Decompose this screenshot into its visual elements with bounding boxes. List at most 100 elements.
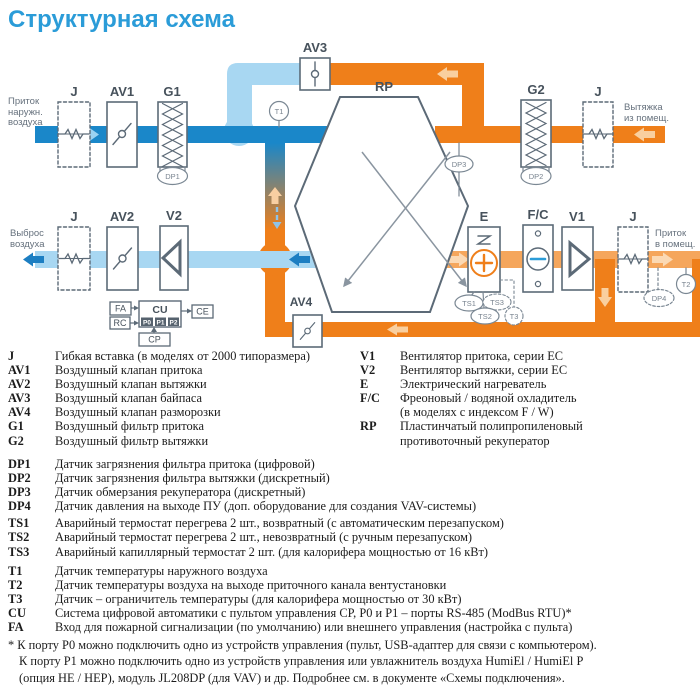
legend-key: FA: [8, 620, 24, 635]
legend-row-dp2: DP2 Датчик загрязнения фильтра вытяжки (д…: [8, 471, 572, 485]
legend-key: AV4: [8, 405, 31, 420]
svg-text:FA: FA: [115, 304, 126, 314]
legend-key: DP2: [8, 471, 31, 486]
svg-text:DP2: DP2: [529, 172, 544, 181]
legend-text: Датчик температуры наружного воздуха: [55, 563, 268, 578]
legend-key: G2: [8, 433, 24, 448]
legend-key: TS2: [8, 530, 30, 545]
legend-text: Электрический нагреватель: [400, 377, 547, 392]
legend-text: Фреоновый / водяной охладитель: [400, 391, 577, 406]
flow-label-extract-in: Вытяжка из помещ.: [624, 102, 669, 124]
label-e: E: [480, 209, 489, 224]
footnote-line-2: К порту P1 можно подключить одно из устр…: [19, 654, 584, 669]
svg-text:RC: RC: [114, 318, 127, 328]
legend-row-dp4: DP4 Датчик давления на выходе ПУ (доп. об…: [8, 499, 572, 513]
legend-text: Датчик давления на выходе ПУ (доп. обору…: [55, 499, 477, 514]
legend-key: DP3: [8, 485, 31, 500]
damper-av1: [106, 101, 138, 168]
svg-text:DP4: DP4: [652, 294, 667, 303]
sensor-dp4: DP4: [643, 267, 675, 308]
label-j3: J: [629, 209, 636, 224]
svg-text:P2: P2: [170, 320, 178, 327]
legend-text: Воздушный фильтр притока: [55, 419, 204, 434]
svg-text:TS3: TS3: [490, 298, 504, 307]
legend-text: Воздушный клапан притока: [55, 363, 203, 378]
legend-text: Воздушный клапан вытяжки: [55, 377, 207, 392]
supply-out-arrow: [652, 252, 673, 267]
rp-crossflow-arrow-2: [343, 151, 451, 288]
label-g2: G2: [527, 82, 544, 97]
legend-text: Гибкая вставка (в моделях от 2000 типора…: [55, 349, 310, 363]
svg-text:P1: P1: [157, 320, 165, 327]
legend-key: V1: [360, 349, 376, 363]
legend-key: AV1: [8, 363, 31, 378]
supply-rp-arrow: [448, 252, 469, 267]
damper-av2: [106, 226, 139, 291]
legend-key: T3: [8, 591, 23, 606]
filter-g1: [157, 101, 188, 168]
legend-text: Аварийный капиллярный термостат 2 шт. (д…: [55, 544, 489, 559]
heating-coil-icon: [475, 235, 493, 245]
fan-v2: [159, 225, 189, 291]
legend-key: V2: [360, 363, 376, 378]
recuperator-rp: [293, 96, 470, 313]
damper-av3: [299, 57, 331, 91]
svg-text:TS1: TS1: [462, 299, 476, 308]
sensors: T1 DP1 DP2 DP3 DP4: [156, 100, 697, 326]
legend-text: Воздушный фильтр вытяжки: [55, 433, 209, 448]
flex-insert-j3: [617, 226, 649, 293]
port-p1: [155, 317, 166, 326]
legend-text: Датчик загрязнения фильтра притока (цифр…: [55, 457, 315, 471]
bypass-right-riser: [462, 63, 484, 143]
label-av4: AV4: [290, 295, 313, 309]
edge-riser-duct: [692, 259, 700, 337]
label-fc: F/C: [528, 207, 550, 222]
label-j2: J: [594, 84, 601, 99]
legend-text: Аварийный термостат перегрева 2 шт., нев…: [55, 530, 473, 545]
legend-key: T1: [8, 563, 23, 578]
legend-text: Датчик загрязнения фильтра вытяжки (диск…: [55, 471, 330, 486]
legend-row-g1: G1 Воздушный фильтр притока: [8, 419, 310, 433]
fan-icon: [568, 239, 592, 279]
footnote-line-3: (опция HE / HEP), модуль JL208DP (для VA…: [19, 670, 565, 685]
exhaust-rp-arrow: [289, 252, 310, 267]
label-v2: V2: [166, 208, 182, 223]
svg-text:P0: P0: [143, 320, 151, 327]
label-av2: AV2: [110, 209, 134, 224]
legend-row-t1: T1 Датчик температуры наружного воздуха: [8, 564, 572, 578]
bypass-elbow-duct: [227, 63, 300, 133]
legend-key: G1: [8, 419, 24, 434]
pipe-port-icon: [534, 230, 542, 237]
legend-text: Аварийный термостат перегрева 2 шт., воз…: [55, 516, 504, 531]
flex-insert-j4: [57, 226, 91, 291]
legend-text2: (в моделях с индексом F / W): [400, 405, 554, 420]
riser-down-arrowhead: [272, 222, 282, 229]
label-rp: RP: [375, 79, 393, 94]
sensor-ts-cluster: TS1 TS3 TS2 T3: [454, 279, 524, 326]
fan-icon: [160, 238, 182, 278]
sensor-t2: T2: [675, 267, 697, 295]
sensor-dp3: DP3: [444, 142, 474, 197]
legend-key: RP: [360, 419, 377, 434]
svg-text:T2: T2: [682, 280, 691, 289]
sensor-dp1: DP1: [156, 166, 189, 186]
legend-text: Вентилятор вытяжки, серии ЕС: [400, 363, 568, 378]
legend-key: CU: [8, 605, 26, 620]
ce-box: [191, 304, 214, 319]
legend-text: Пластинчатый полипропиленовый: [400, 419, 583, 434]
legend-key: DP4: [8, 499, 31, 514]
port-p0: [141, 317, 153, 326]
label-v1: V1: [569, 209, 585, 224]
down-arrow: [598, 288, 612, 307]
